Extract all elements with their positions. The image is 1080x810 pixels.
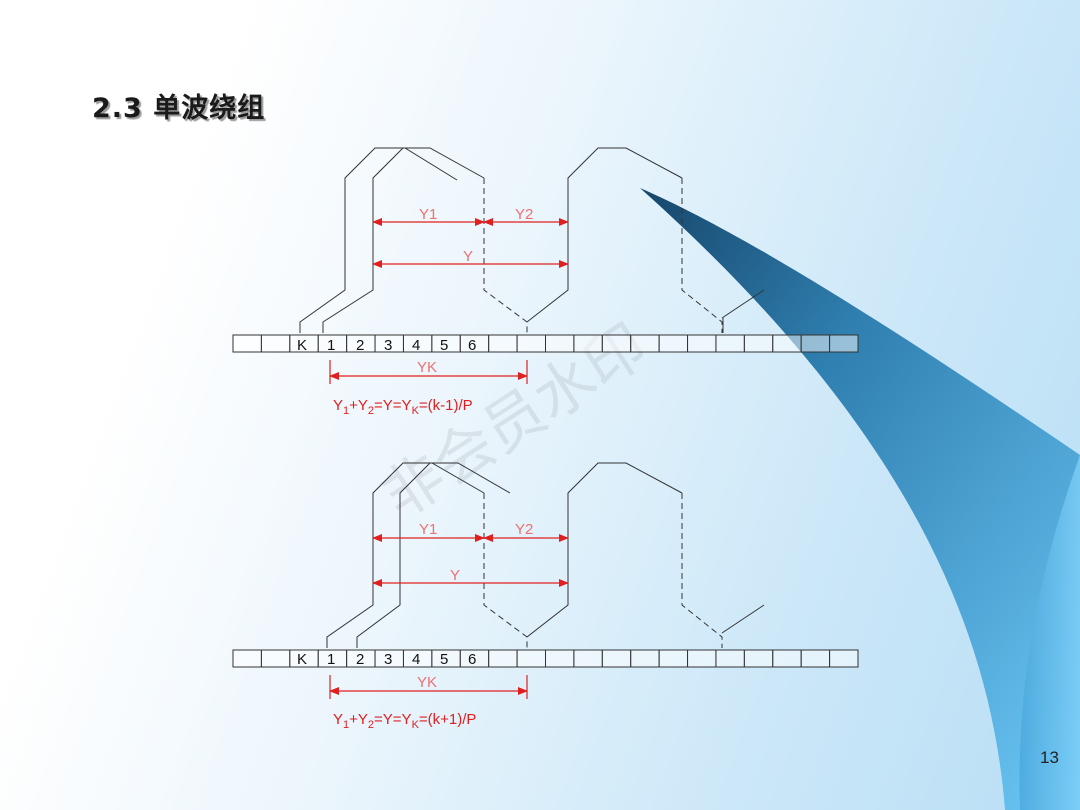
slot-cell [573,649,603,668]
slot-cell [800,649,831,668]
slot-cell [829,649,859,668]
slot-cell [829,334,859,353]
slot-cell [687,334,717,353]
slot-cell [573,334,603,353]
bottom-slot-5: 5 [440,651,448,668]
slot-cell [488,649,518,668]
slot-cell [658,649,689,668]
slot-cell [601,334,632,353]
slot-cell [715,334,745,353]
decor-curve-light [1019,455,1080,810]
slot-cell [601,649,632,668]
top-slot-4: 4 [412,337,420,354]
slot-cell [516,649,546,668]
slot-cell [715,649,745,668]
top-slot-1: 1 [327,337,335,354]
page-number: 13 [1040,748,1059,767]
bottom-slot-1: 1 [327,651,335,668]
bottom-label-y2: Y2 [515,521,533,538]
top-slot-strip [232,334,859,353]
slide-title: 2.3 单波绕组 [92,93,266,124]
bottom-diagram [326,462,765,648]
decor-curve-dark [640,188,1080,810]
bottom-slot-6: 6 [468,651,476,668]
slot-cell [232,334,262,353]
top-slot-6: 6 [468,337,476,354]
top-slot-3: 3 [384,337,392,354]
slot-cell [232,649,262,668]
top-dimensions [329,218,569,384]
bottom-slot-2: 2 [356,651,364,668]
slot-cell [630,649,660,668]
slot-cell [687,649,717,668]
top-label-y: Y [463,248,473,265]
top-label-y1: Y1 [419,206,437,223]
slot-cell [800,334,831,353]
bottom-label-y: Y [450,567,460,584]
top-label-y2: Y2 [515,206,533,223]
slot-cell [516,334,546,353]
bottom-formula: Y1+Y2=Y=YK=(k+1)/P [333,711,476,731]
slot-cell [488,334,518,353]
bottom-slot-3: 3 [384,651,392,668]
bottom-label-y1: Y1 [419,521,437,538]
top-slot-2: 2 [356,337,364,354]
bottom-slot-strip [232,649,859,668]
slot-cell [772,649,802,668]
slot-cell [772,334,802,353]
slot-cell [545,649,575,668]
top-formula: Y1+Y2=Y=YK=(k-1)/P [333,397,473,417]
slot-cell [658,334,689,353]
bottom-label-yk: YK [417,674,437,691]
slot-cell [260,334,291,353]
top-slot-5: 5 [440,337,448,354]
slot-cell [260,649,291,668]
top-diagram [299,147,765,333]
top-label-yk: YK [417,359,437,376]
slot-cell [743,649,774,668]
slot-cell [630,334,660,353]
slot-cell [743,334,774,353]
bottom-slot-4: 4 [412,651,420,668]
bottom-slot-k: K [297,651,307,668]
bottom-dimensions [329,534,569,699]
slot-cell [545,334,575,353]
top-slot-k: K [297,337,307,354]
